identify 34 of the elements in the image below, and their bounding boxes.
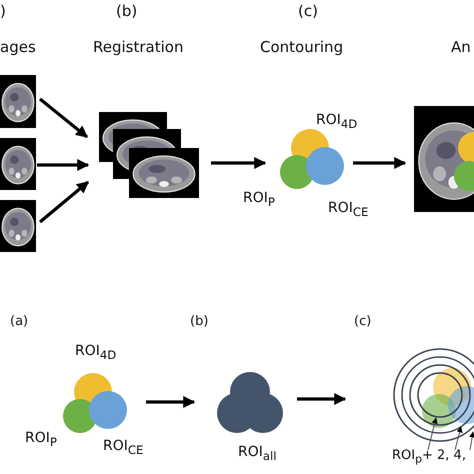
- arrow: [37, 159, 90, 171]
- annotation-text: ROI$_{p}$+ 2, 4,: [392, 448, 466, 466]
- venn-diagram: [61, 372, 129, 436]
- venn-diagram: [278, 128, 346, 192]
- region-label: ROI$_{CE}$: [103, 438, 144, 457]
- heading-text: An: [451, 38, 471, 56]
- picture: [414, 106, 474, 212]
- heading-text: Registration: [93, 38, 184, 56]
- region-label: ROI$_{P}$: [243, 190, 275, 209]
- region-label: ROI$_{4D}$: [75, 343, 116, 362]
- arrow: [146, 396, 196, 408]
- panel-label: (c): [298, 2, 318, 20]
- merged-shape: [215, 370, 285, 436]
- picture: [0, 75, 36, 128]
- panel-label: (a): [10, 314, 28, 329]
- panel-label: (b): [190, 314, 208, 329]
- picture: [0, 200, 36, 252]
- arrow: [353, 157, 406, 169]
- region-label: ROI$_{all}$: [238, 444, 277, 463]
- region-label: ROI$_{P}$: [25, 430, 57, 449]
- picture: [0, 138, 36, 190]
- heading-text: Contouring: [260, 38, 344, 56]
- arrow: [39, 98, 88, 138]
- leader-line: [469, 431, 474, 450]
- arrow: [297, 393, 346, 405]
- panel-label: (c): [354, 314, 372, 329]
- region-label: ROI$_{CE}$: [328, 200, 368, 219]
- leader-line: [454, 426, 463, 450]
- arrow: [38, 180, 90, 224]
- heading-text: ages: [0, 38, 36, 56]
- region-label: ROI$_{4D}$: [316, 112, 358, 131]
- arrow: [211, 157, 266, 169]
- panel-label: (b): [116, 2, 138, 20]
- heading-text: ): [0, 2, 6, 20]
